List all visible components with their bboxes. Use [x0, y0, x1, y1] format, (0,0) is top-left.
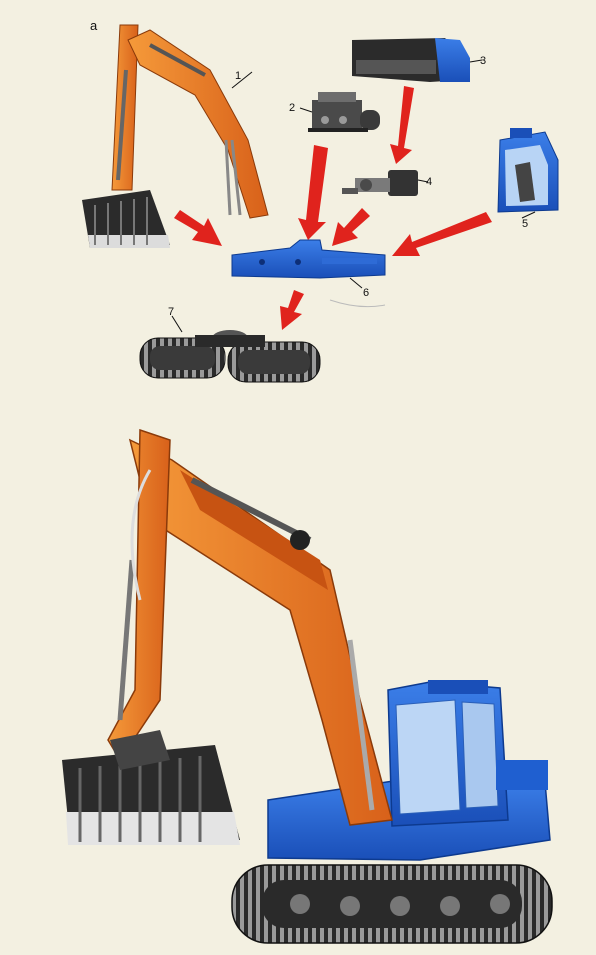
arrow-from-hydraulic	[332, 208, 370, 246]
boom-arm-assembly-part-1	[82, 25, 268, 248]
arrow-to-undercarriage	[280, 290, 304, 330]
engine-part-2	[300, 92, 380, 132]
undercarriage-part-7	[140, 316, 320, 382]
counterweight-part-3	[352, 38, 482, 82]
hydraulic-unit-part-4	[342, 170, 428, 196]
operator-cab-part-5	[498, 128, 558, 218]
arrow-from-engine	[298, 145, 328, 240]
assembled-excavator	[62, 430, 552, 943]
arrow-from-cab	[392, 212, 492, 256]
arrow-from-boom	[174, 210, 222, 246]
upper-frame-part-6	[232, 240, 385, 307]
arrow-from-counterweight	[390, 86, 414, 164]
